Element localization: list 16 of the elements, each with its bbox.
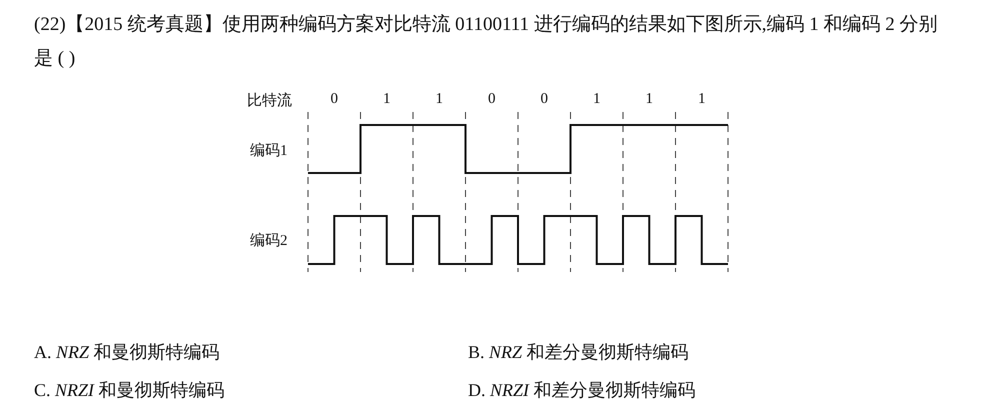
bit-label: 0: [330, 91, 339, 108]
bit-label: 1: [592, 91, 602, 108]
question-text: (22)【2015 统考真题】使用两种编码方案对比特流 01100111 进行编码的结果如下图所示,编码 1 和编码 2 分别是 ( ): [34, 12, 939, 71]
row-label: 编码2: [250, 232, 288, 250]
bit-label: 1: [382, 91, 392, 108]
answer-option: C. NRZI 和曼彻斯特编码: [34, 378, 225, 402]
answer-option: B. NRZ 和差分曼彻斯特编码: [468, 340, 689, 364]
row-label: 比特流: [247, 91, 292, 110]
bit-label: 0: [487, 91, 496, 108]
bit-label: 0: [540, 91, 549, 108]
answer-option: D. NRZI 和差分曼彻斯特编码: [468, 378, 696, 402]
bit-label: 1: [434, 91, 444, 108]
bit-label: 1: [697, 91, 706, 108]
answer-option: A. NRZ 和曼彻斯特编码: [34, 340, 220, 364]
bit-label: 1: [644, 91, 654, 108]
row-label: 编码1: [250, 142, 288, 160]
